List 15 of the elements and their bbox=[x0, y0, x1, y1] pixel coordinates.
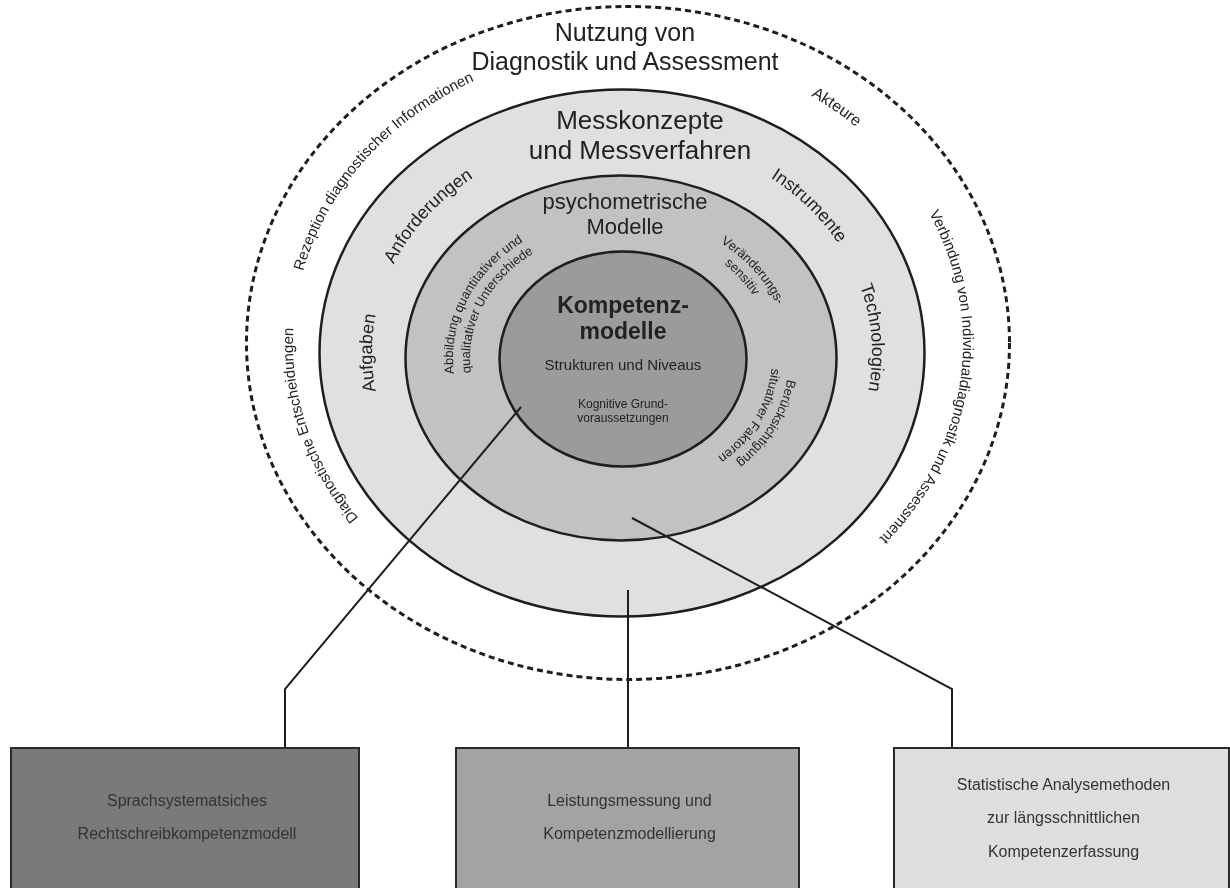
leader-line bbox=[627, 589, 629, 748]
ring-title: Nutzung von Diagnostik und Assessment bbox=[471, 18, 779, 75]
core-text: Strukturen und Niveaus bbox=[544, 356, 702, 374]
core-title: Kompetenz- modelle bbox=[557, 291, 689, 345]
info-box bbox=[893, 747, 1230, 888]
info-box bbox=[455, 747, 800, 888]
box-text: Sprachsystematsiches Rechtschreibkompetenzmodell bbox=[77, 790, 297, 845]
leader-line bbox=[631, 517, 953, 748]
ring-title: Messkonzepte und Messverfahren bbox=[528, 106, 752, 166]
ring-title: psychometrische Modelle bbox=[542, 188, 708, 240]
box-text: Leistungsmessung und Kompetenzmodellierung bbox=[543, 790, 716, 845]
box-text: Statistische Analysemethoden zur längsschnittlichen Kompetenzerfassung bbox=[956, 774, 1171, 862]
info-box bbox=[10, 747, 360, 888]
leader-line bbox=[284, 406, 522, 748]
core-text: Kognitive Grund- voraussetzungen bbox=[577, 398, 669, 426]
